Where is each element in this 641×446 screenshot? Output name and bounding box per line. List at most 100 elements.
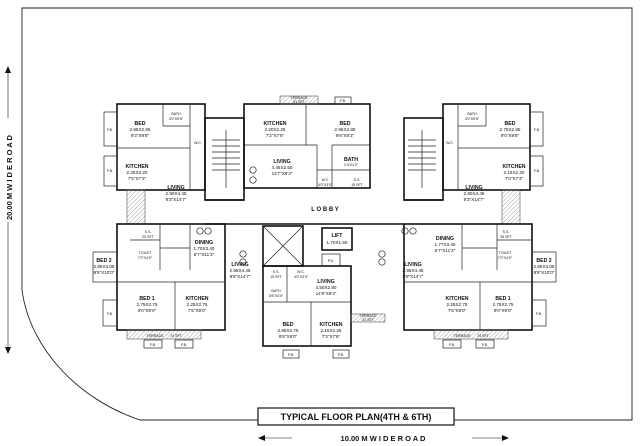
bl-kitchen-dim-ft: 7'5"X9'0"	[188, 308, 207, 313]
tl-fb-1: F.B.	[107, 128, 113, 132]
top-bed-dim-m: 2.95X2.85	[335, 127, 356, 132]
left-road-marker: 20.00 M W I D E R O A D	[3, 66, 14, 354]
bl-ss-label: S.S.	[145, 230, 152, 234]
bl-living-dim-m: 2.95X4.45	[230, 268, 251, 273]
tr-bath-label: BATH	[467, 112, 477, 116]
bc-bath-dim: 5'5"X4'0"	[269, 294, 284, 298]
bl-fb-1: F.B.	[107, 312, 113, 316]
top-kitchen-label: KITCHEN	[263, 121, 286, 127]
tl-bed-label: BED	[135, 121, 146, 127]
tr-bath-dim: 4'0"X5'5"	[465, 117, 480, 121]
bl-kitchen-dim-m: 2.25X2.75	[187, 302, 208, 307]
bc-terrace-label: TERRACE	[359, 314, 377, 318]
tl-bath-label: BATH	[171, 112, 181, 116]
br-terrace-label: TERRACE	[453, 334, 471, 338]
br-dining-dim-ft: 5'7"X11'3"	[435, 248, 456, 253]
tl-living-dim-m: 2.80X4.45	[166, 191, 187, 196]
tl-kitchen-dim-ft: 7'5"X7'3"	[128, 176, 147, 181]
br-kitchen-dim-m: 2.25X2.75	[447, 302, 468, 307]
top-terrace-label: TERRACE	[290, 96, 308, 100]
bl-dining-dim-ft: 5'7"X11'3"	[194, 252, 215, 257]
tl-living-dim-ft: 9'3"X14'7"	[166, 197, 187, 202]
bl-terrace-label: TERRACE	[146, 334, 164, 338]
bl-living-label: LIVING	[231, 262, 248, 268]
br-bed1-dim-ft: 9'0"X9'0"	[494, 308, 513, 313]
walls	[92, 95, 557, 359]
br-dining-dim-m: 1.77X3.40	[435, 242, 456, 247]
br-bed1-label: BED 1	[495, 296, 510, 302]
bl-bed2-dim-m: 2.85X3.05	[94, 264, 115, 269]
bl-bed1-dim-m: 2.75X2.75	[137, 302, 158, 307]
tl-bed-dim-ft: 9'3"X9'8"	[131, 133, 150, 138]
lift-label: LIFT	[332, 233, 344, 239]
tl-kitchen-label: KITCHEN	[125, 164, 148, 170]
tl-wc-label: W.C.	[194, 141, 202, 145]
site-boundary	[21, 7, 633, 421]
tr-bed-dim-ft: 9'0"X9'8"	[501, 133, 520, 138]
labels: L O B B Y LIFT 1.70X1.50 P.D. KITCHEN 2.…	[94, 96, 555, 357]
bc-living-dim-m: 4.50X2.80	[316, 285, 337, 290]
bc-fb-2: F.B.	[338, 353, 344, 357]
tr-wc-label: W.C.	[446, 141, 454, 145]
bc-living-label: LIVING	[317, 279, 334, 285]
br-bed2-label: BED 2	[536, 258, 551, 264]
tr-fb-2: F.B.	[534, 169, 540, 173]
bl-bed1-label: BED 1	[139, 296, 154, 302]
bc-kitchen-dim-m: 2.15X2.25	[321, 328, 342, 333]
tr-kitchen-dim-ft: 7'0"X7'3"	[505, 176, 524, 181]
top-living-dim-m: 4.45X2.50	[272, 165, 293, 170]
bc-terrace-dim: 31 SFT	[362, 318, 375, 322]
lift-dims: 1.70X1.50	[327, 240, 348, 245]
bl-living-dim-ft: 9'8"X14'7"	[230, 274, 251, 279]
bc-ss-dim: 15 SFT	[270, 275, 283, 279]
top-ss-label: S.S.	[354, 178, 361, 182]
br-terrace-dim: 74 SFT	[477, 334, 490, 338]
bl-bed1-dim-ft: 9'0"X9'0"	[138, 308, 157, 313]
tl-bath-dim: 4'0"X5'5"	[169, 117, 184, 121]
br-ss-label: S.S.	[503, 230, 510, 234]
bc-bed-dim-ft: 9'8"X9'0"	[279, 334, 298, 339]
bc-kitchen-label: KITCHEN	[319, 322, 342, 328]
tr-bed-label: BED	[505, 121, 516, 127]
tr-kitchen-dim-m: 2.15X2.20	[504, 170, 525, 175]
bl-fb-3: F.B.	[181, 343, 187, 347]
br-toilet-dim: 7'0"X4'0"	[498, 256, 513, 260]
bc-bath-label: BATH	[271, 289, 281, 293]
br-kitchen-label: KITCHEN	[445, 296, 468, 302]
bl-fb-2: F.B.	[150, 343, 156, 347]
br-dining-label: DINING	[436, 236, 454, 242]
tr-living-label: LIVING	[465, 185, 482, 191]
br-bed2-dim-ft: 8'6"X10'0"	[534, 270, 555, 275]
br-ss-dim: 25 SFT	[500, 235, 513, 239]
bc-living-dim-ft: 14'9"X9'3"	[316, 291, 337, 296]
br-living-dim-ft: 9'8"X14'7"	[403, 274, 424, 279]
bc-wc-dim: 4'0"X3'0"	[294, 275, 309, 279]
tr-fb-1: F.B.	[534, 128, 540, 132]
bc-bed-label: BED	[283, 322, 294, 328]
top-wc-label: W.C	[322, 178, 329, 182]
tl-bed-dim-m: 2.85X2.95	[130, 127, 151, 132]
top-living-dim-ft: 14'7"X8'3"	[272, 171, 293, 176]
top-terrace-dim: 31 SFT	[293, 100, 306, 104]
tr-living-dim-m: 2.80X4.45	[464, 191, 485, 196]
top-bath-label: BATH	[344, 157, 358, 163]
br-fb-3: F.B.	[482, 343, 488, 347]
bc-kitchen-dim-ft: 7'3"X7'6"	[322, 334, 341, 339]
top-bed-dim-ft: 9'8"X9'3"	[336, 133, 355, 138]
top-kitchen-dim-m: 2.20X2.25	[265, 127, 286, 132]
top-bed-label: BED	[340, 121, 351, 127]
bl-bed2-dim-ft: 9'5"X10'0"	[94, 270, 115, 275]
bl-ss-dim: 25 SFT	[142, 235, 155, 239]
title-block: TYPICAL FLOOR PLAN(4TH & 6TH)	[257, 407, 455, 426]
top-fb-label: F.B.	[340, 99, 346, 103]
bl-kitchen-label: KITCHEN	[185, 296, 208, 302]
top-kitchen-dim-ft: 7'2"X7'6"	[266, 133, 285, 138]
lobby-label: L O B B Y	[311, 207, 338, 213]
pd-label: P.D.	[328, 259, 335, 263]
bc-bed-dim-m: 2.95X2.75	[278, 328, 299, 333]
top-ss-dim: 15 SFT	[351, 183, 364, 187]
br-living-dim-m: 2.95X4.45	[403, 268, 424, 273]
bottom-road-label: 10.00 M W I D E R O A D	[341, 434, 426, 443]
bl-dining-dim-m: 1.70X3.40	[194, 246, 215, 251]
tl-living-label: LIVING	[167, 185, 184, 191]
